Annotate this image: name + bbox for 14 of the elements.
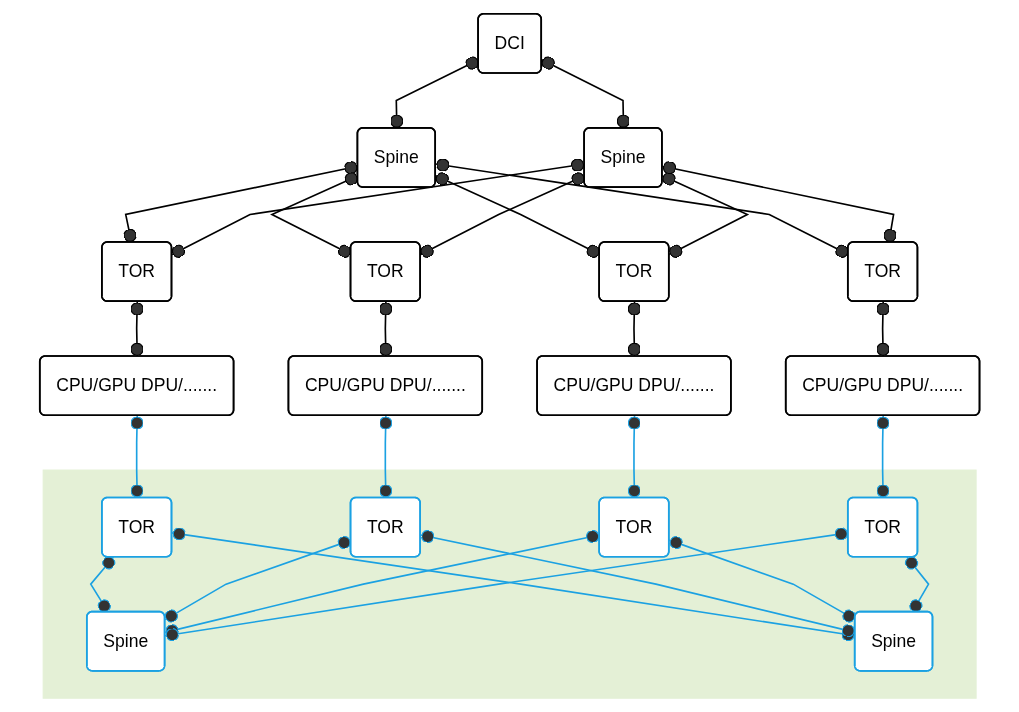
connector	[627, 414, 641, 499]
connector	[89, 556, 116, 613]
cluster	[42, 469, 977, 699]
connector	[419, 529, 856, 638]
connector	[904, 556, 930, 613]
connector	[876, 414, 890, 499]
connector	[661, 172, 750, 258]
connector	[378, 300, 393, 358]
connector	[876, 300, 890, 358]
connector	[130, 300, 144, 358]
connector	[378, 414, 393, 499]
connector	[668, 535, 856, 623]
connector	[130, 414, 144, 499]
connector	[627, 300, 641, 358]
